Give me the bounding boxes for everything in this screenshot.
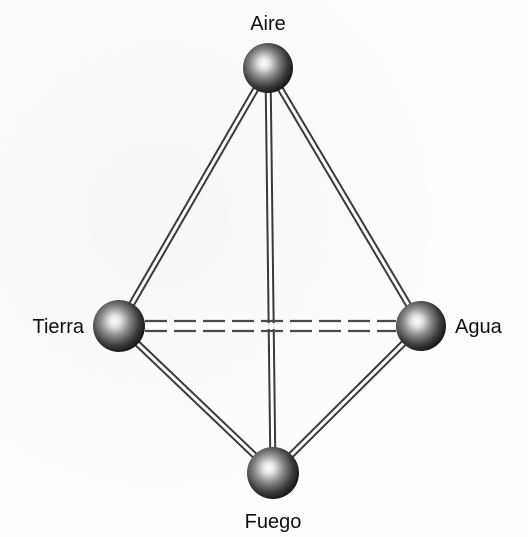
label-fuego: Fuego — [245, 511, 302, 533]
edge-aire-agua — [268, 68, 421, 326]
sphere-agua — [396, 301, 446, 351]
edge-tierra-fuego — [119, 326, 273, 473]
label-agua: Agua — [455, 316, 503, 338]
node-tierra: Tierra — [33, 300, 145, 352]
node-fuego: Fuego — [245, 447, 302, 533]
label-aire: Aire — [250, 13, 286, 35]
edge-aire-fuego — [268, 68, 273, 473]
label-tierra: Tierra — [33, 316, 85, 338]
sphere-aire — [243, 43, 293, 93]
sphere-fuego — [247, 447, 299, 499]
sphere-tierra — [93, 300, 145, 352]
edge-aire-tierra — [119, 68, 268, 326]
node-agua: Agua — [396, 301, 503, 351]
edges-layer — [119, 68, 421, 473]
node-aire: Aire — [243, 13, 293, 93]
edge-agua-fuego — [273, 326, 421, 473]
